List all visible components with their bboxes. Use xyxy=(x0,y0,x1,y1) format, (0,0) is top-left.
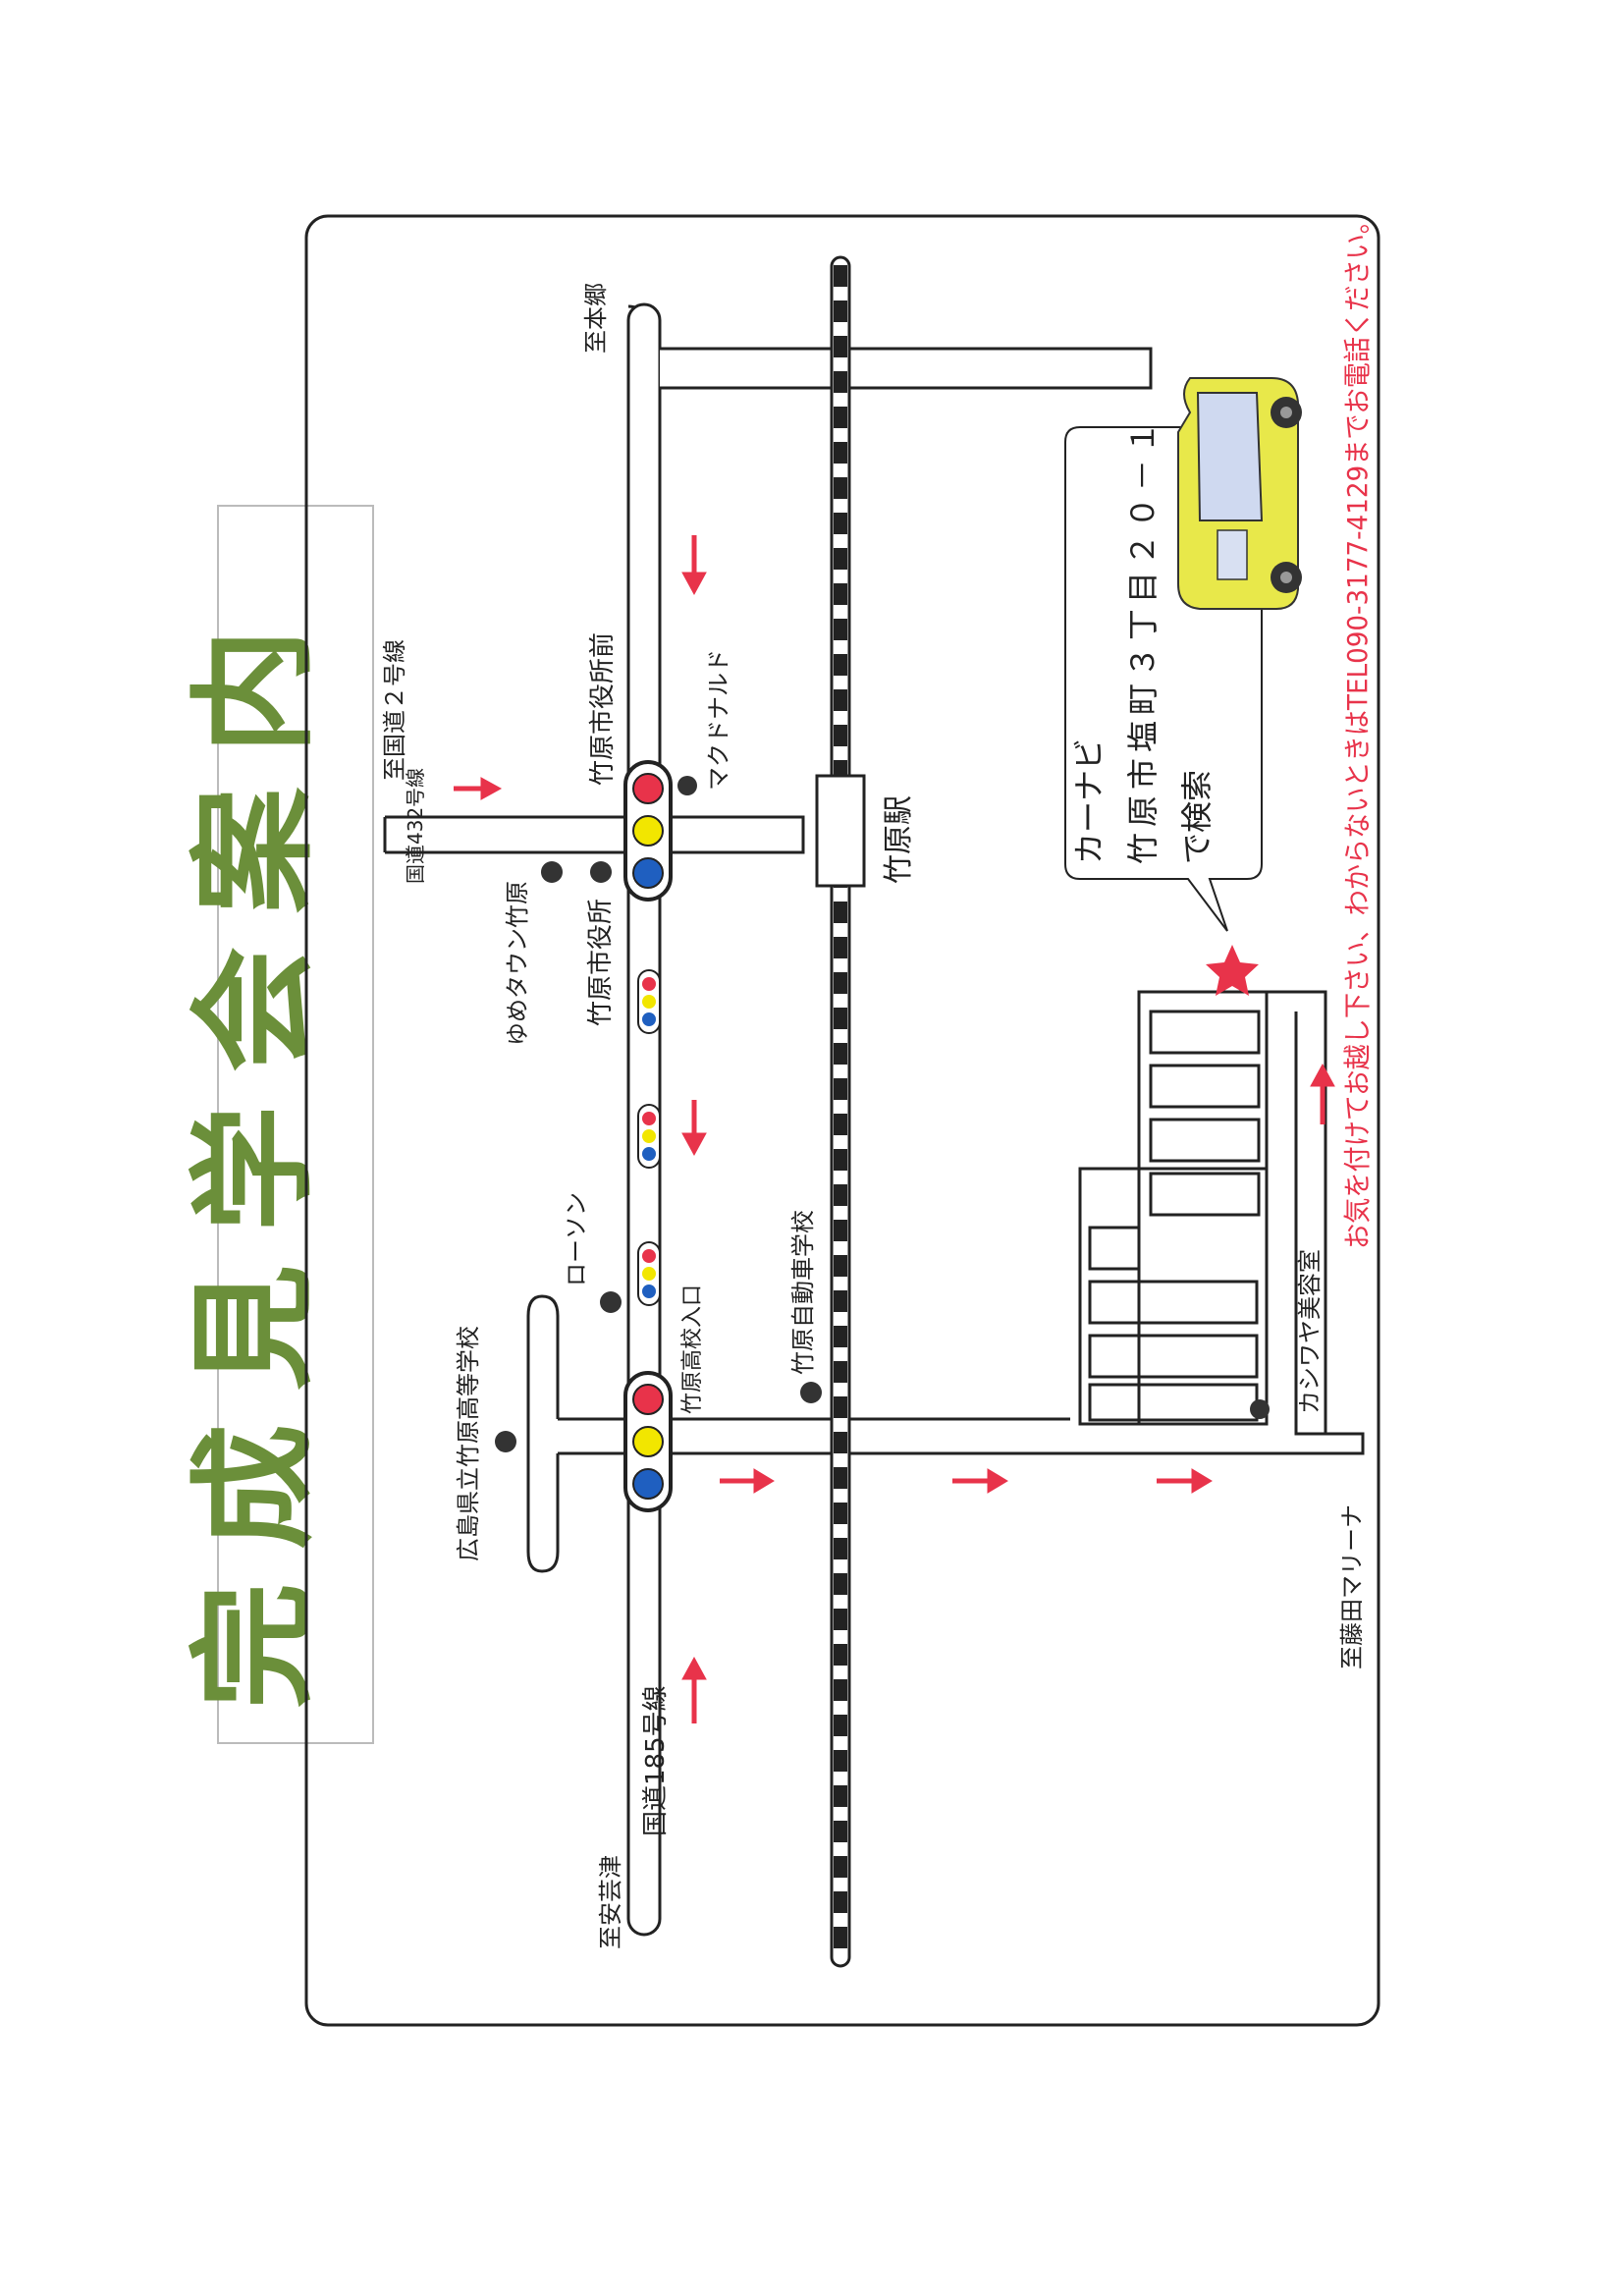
road-highschool-cross xyxy=(558,1011,1365,1455)
signal-small-1 xyxy=(637,969,661,1034)
label-high-school: 広島県立竹原高等学校 xyxy=(455,1326,482,1561)
label-to-akitsu: 至安芸津 xyxy=(597,1855,624,1949)
label-to-fujita: 至藤田マリーナ xyxy=(1338,1504,1366,1669)
label-route2: 至国道２号線 xyxy=(381,639,408,781)
arrow-right-route2 xyxy=(454,777,503,800)
arrow-up-185 xyxy=(681,1656,707,1723)
dot-high-school xyxy=(495,1431,516,1452)
callout-line2: 竹原市塩町３丁目２０－１ xyxy=(1124,416,1162,864)
arrow-up-venue xyxy=(1310,1063,1335,1124)
dot-city-hall xyxy=(590,861,612,883)
station-building xyxy=(815,774,866,888)
dot-youme-town xyxy=(541,861,563,883)
road-city-hall-cross xyxy=(383,815,805,854)
label-youme-town: ゆめタウン竹原 xyxy=(504,881,531,1046)
label-mcdonalds: マクドナルド xyxy=(705,649,732,791)
venue-buildings xyxy=(1078,990,1269,1426)
label-kashiwaya: カシワヤ美容室 xyxy=(1296,1249,1324,1414)
page-title: 完成見学会案内 xyxy=(182,595,328,1709)
dot-lawson xyxy=(600,1291,622,1313)
arrow-right-c xyxy=(1157,1468,1213,1494)
signal-city-hall-front xyxy=(623,760,673,902)
road-school-branch xyxy=(526,1294,560,1573)
arrow-right-a xyxy=(720,1468,775,1494)
road-to-hongo xyxy=(660,347,1153,390)
dot-driving-school xyxy=(800,1382,822,1403)
car-icon xyxy=(1177,377,1302,610)
signal-small-2 xyxy=(637,1104,661,1169)
railway xyxy=(830,255,851,1968)
route-arrows xyxy=(454,535,1335,1723)
arrow-down-2 xyxy=(681,1100,707,1157)
label-lawson: ローソン xyxy=(563,1192,590,1286)
venue-star-icon xyxy=(1206,945,1259,996)
label-to-hongo: 至本郷 xyxy=(582,283,610,354)
label-high-school-entrance: 竹原高校入口 xyxy=(680,1285,705,1414)
label-route432: 国道432号線 xyxy=(404,768,427,884)
callout-line1: カーナビ xyxy=(1070,738,1108,864)
landmark-dots xyxy=(495,776,1270,1452)
notice-text: お気を付けてお越し下さい、わからないときはTEL090-3177-4129までお… xyxy=(1341,208,1374,1249)
title-banner: 完成見学会案内 xyxy=(182,505,374,1744)
label-city-hall: 竹原市役所 xyxy=(586,899,616,1026)
label-city-hall-front: 竹原市役所前 xyxy=(588,632,618,786)
map-border xyxy=(304,214,1380,2027)
signal-highschool-entrance xyxy=(623,1371,673,1512)
road-venue-right xyxy=(1267,990,1327,1434)
arrow-down-1 xyxy=(681,535,707,596)
label-route185: 国道185号線 xyxy=(641,1685,671,1836)
label-driving-school: 竹原自動車学校 xyxy=(789,1210,817,1375)
signal-small-3 xyxy=(637,1241,661,1306)
dot-kashiwaya xyxy=(1250,1399,1270,1419)
arrow-right-b xyxy=(952,1468,1008,1494)
dot-mcdonalds xyxy=(677,776,697,795)
label-station: 竹原駅 xyxy=(882,795,916,884)
callout-line3: で検索 xyxy=(1178,770,1216,864)
